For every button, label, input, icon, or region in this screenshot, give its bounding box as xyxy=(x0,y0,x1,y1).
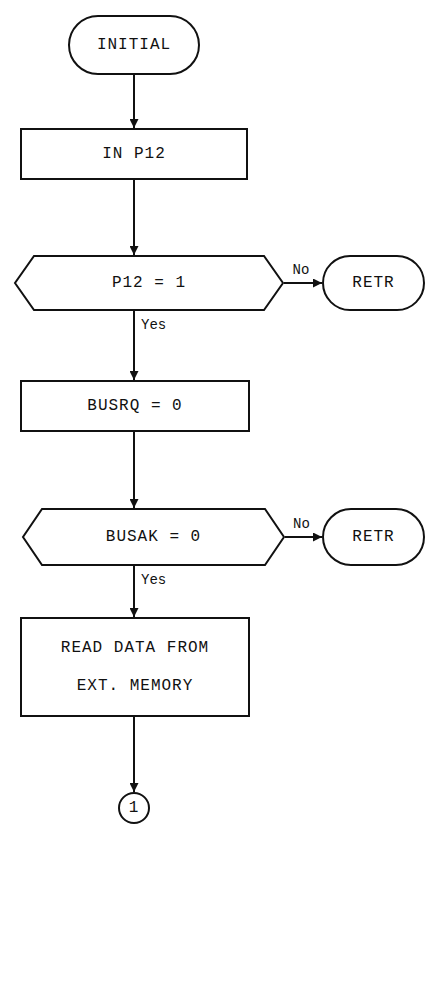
node-text: READ DATA FROM EXT. MEMORY xyxy=(53,629,218,706)
decision-hexagon: P12 = 1 xyxy=(14,255,284,311)
edge-label: Yes xyxy=(139,317,168,334)
node-text: P12 = 1 xyxy=(112,273,186,294)
flow-arrow xyxy=(133,180,135,255)
node-text: RETR xyxy=(352,527,394,548)
node-text: RETR xyxy=(352,273,394,294)
flow-arrow xyxy=(133,311,135,380)
flow-arrow xyxy=(133,566,135,617)
process-box: BUSRQ = 0 xyxy=(20,380,250,432)
edge-label: Yes xyxy=(139,572,168,589)
flow-arrow xyxy=(133,717,135,792)
flow-arrow xyxy=(133,432,135,508)
node-text: BUSAK = 0 xyxy=(106,527,201,548)
edge-label: No xyxy=(291,262,312,279)
process-box: IN P12 xyxy=(20,128,248,180)
node-text: INITIAL xyxy=(97,35,171,56)
connector-circle: 1 xyxy=(118,792,150,824)
process-box: READ DATA FROM EXT. MEMORY xyxy=(20,617,250,717)
flow-arrow xyxy=(285,536,322,538)
flow-arrow xyxy=(284,282,322,284)
hexagon-shape xyxy=(15,256,283,310)
edge-label: No xyxy=(291,516,312,533)
terminator: INITIAL xyxy=(68,15,200,75)
decision-hexagon: BUSAK = 0 xyxy=(22,508,285,566)
node-text: IN P12 xyxy=(102,144,166,165)
terminator: RETR xyxy=(322,255,425,311)
terminator: RETR xyxy=(322,508,425,566)
hexagon-shape xyxy=(23,509,284,565)
flow-arrow xyxy=(133,75,135,128)
node-text: 1 xyxy=(129,798,140,819)
node-text: BUSRQ = 0 xyxy=(87,396,182,417)
